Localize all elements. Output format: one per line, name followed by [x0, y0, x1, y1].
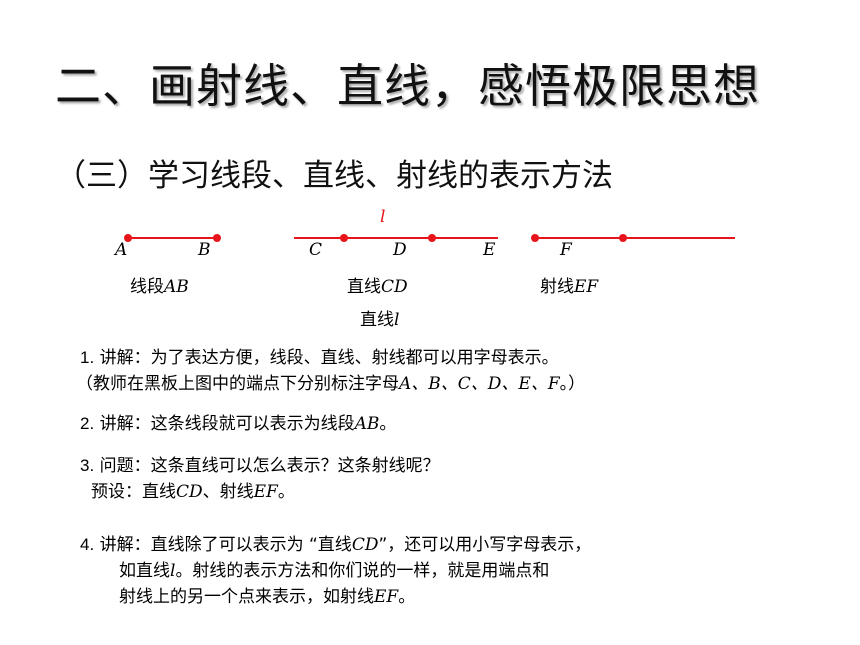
- geometry-figure: [124, 234, 735, 242]
- label-b: B: [198, 240, 211, 260]
- caption-line-l: 直线l: [360, 310, 400, 330]
- label-a: A: [115, 240, 128, 260]
- item-4-line2: 如直线l。射线的表示方法和你们说的一样，就是用端点和: [119, 561, 550, 581]
- slide-title: 二、画射线、直线，感悟极限思想: [55, 59, 760, 113]
- item-3: 3. 问题：这条直线可以怎么表示？这条射线呢？: [80, 456, 440, 476]
- caption-line-cd: 直线CD: [347, 277, 408, 297]
- item-3-answer: 预设：直线CD、射线EF。: [91, 482, 295, 502]
- item-1: 1. 讲解：为了表达方便，线段、直线、射线都可以用字母表示。: [80, 348, 559, 368]
- label-d: D: [393, 240, 407, 260]
- point-e: [531, 234, 539, 242]
- point-b: [213, 234, 221, 242]
- label-f: F: [560, 240, 572, 260]
- section-subtitle: （三）学习线段、直线、射线的表示方法: [55, 158, 613, 194]
- item-1-note: （教师在黑板上图中的端点下分别标注字母A、B、C、D、E、F。）: [76, 374, 586, 394]
- label-e: E: [483, 240, 496, 260]
- point-c: [340, 234, 348, 242]
- item-2: 2. 讲解：这条线段就可以表示为线段AB。: [80, 414, 397, 434]
- item-4: 4. 讲解：直线除了可以表示为 “直线CD”，还可以用小写字母表示，: [80, 535, 592, 555]
- point-d: [428, 234, 436, 242]
- label-c: C: [309, 240, 323, 260]
- point-f: [619, 234, 627, 242]
- caption-ray: 射线EF: [540, 277, 599, 297]
- point-a: [124, 234, 132, 242]
- caption-segment: 线段AB: [130, 277, 189, 297]
- line-label-l: l: [380, 207, 386, 227]
- item-4-line3: 射线上的另一个点来表示，如射线EF。: [119, 587, 416, 607]
